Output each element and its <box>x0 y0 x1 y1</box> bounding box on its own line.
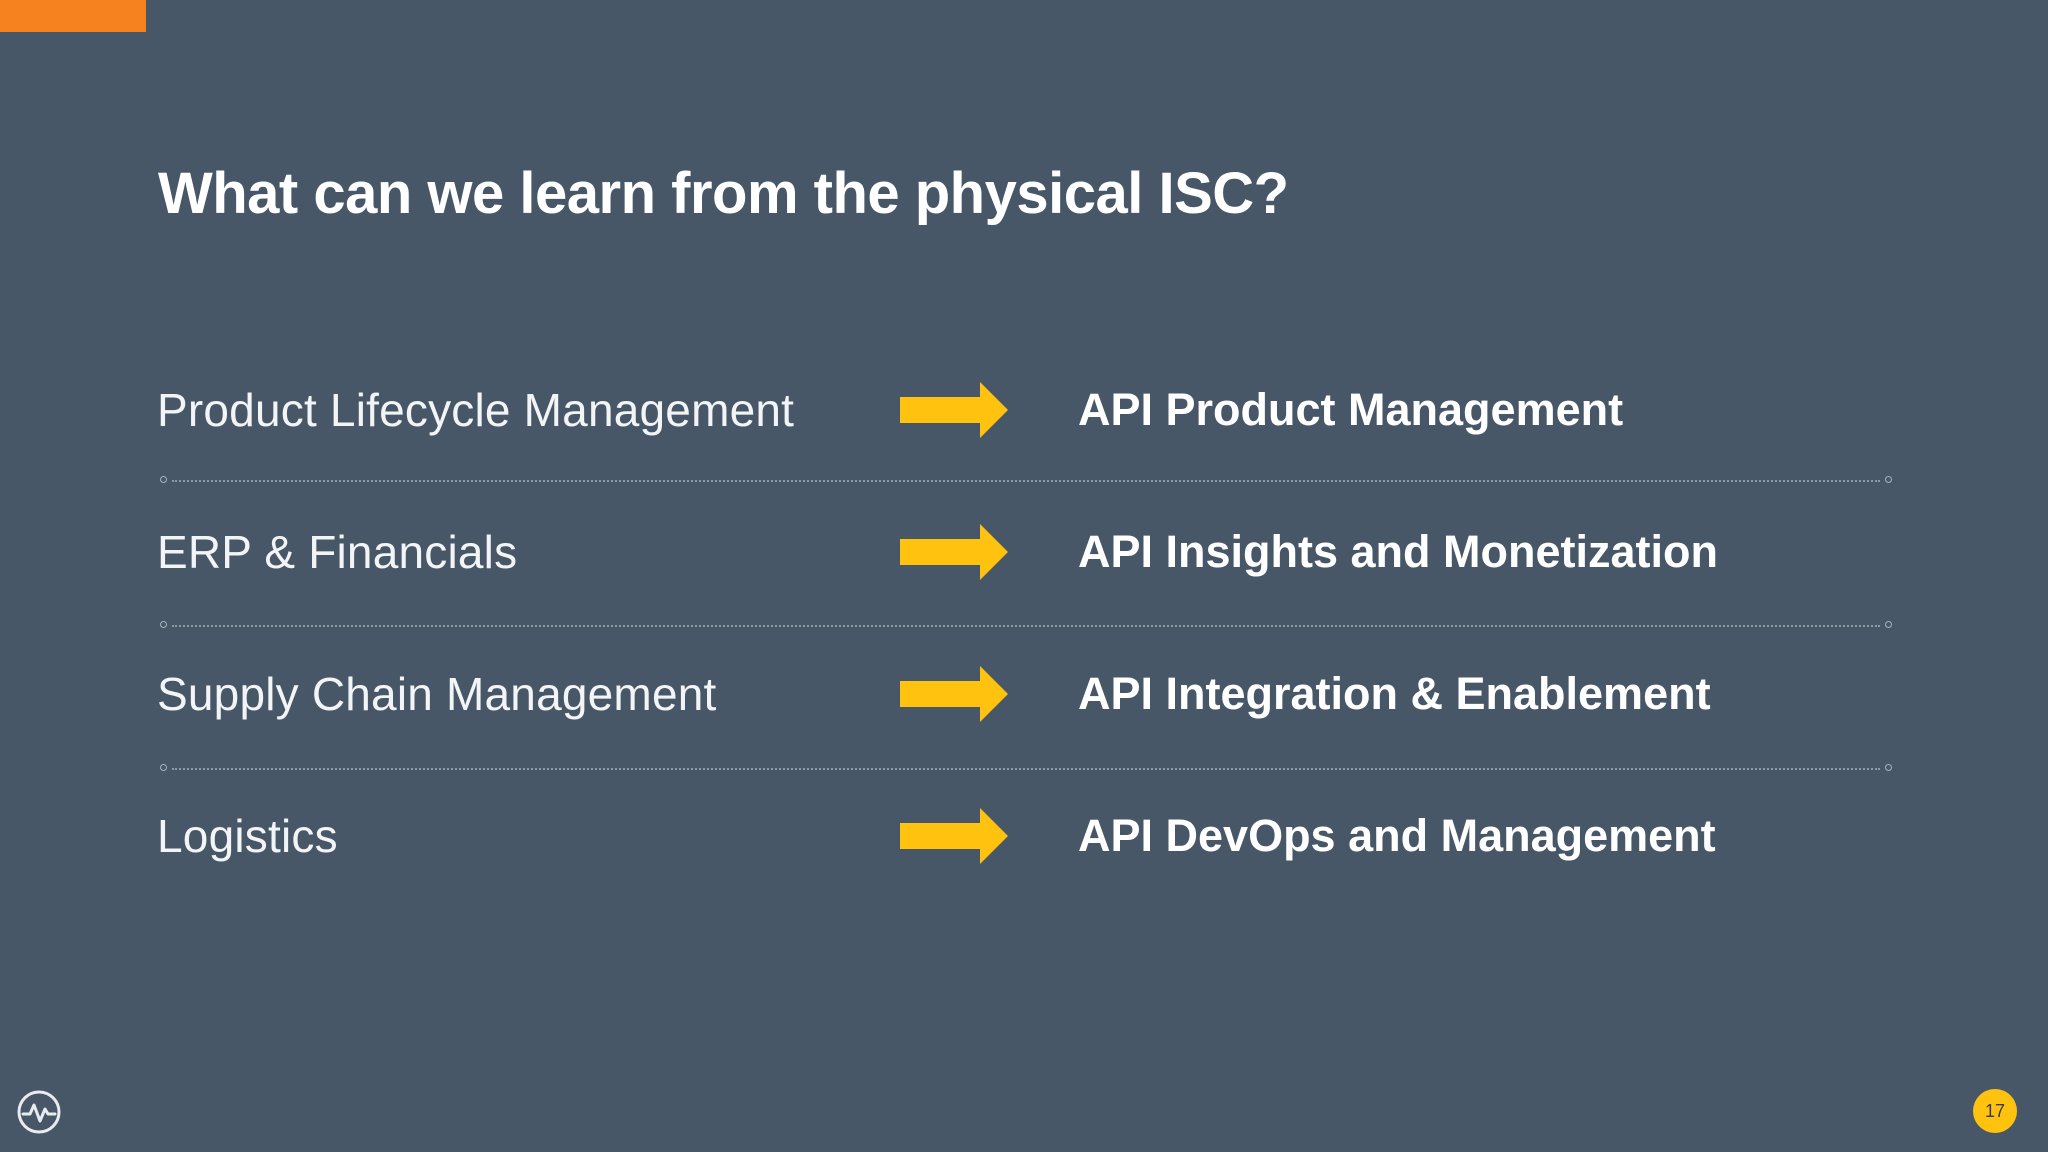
right-arrow-icon <box>900 382 1008 438</box>
right-arrow-icon <box>900 808 1008 864</box>
api-item: API Insights and Monetization <box>1078 526 1718 577</box>
row-divider <box>160 476 1892 486</box>
api-item: API DevOps and Management <box>1078 810 1716 861</box>
mapping-row: ERP & Financials API Insights and Moneti… <box>0 507 2048 597</box>
api-item: API Product Management <box>1078 384 1624 435</box>
row-divider <box>160 621 1892 631</box>
row-divider <box>160 764 1892 774</box>
mapping-row: Supply Chain Management API Integration … <box>0 649 2048 739</box>
physical-isc-item: Logistics <box>157 810 338 862</box>
mapping-row: Product Lifecycle Management API Product… <box>0 365 2048 455</box>
physical-isc-item: Supply Chain Management <box>157 668 717 720</box>
right-arrow-icon <box>900 666 1008 722</box>
api-item: API Integration & Enablement <box>1078 668 1711 719</box>
physical-isc-item: ERP & Financials <box>157 526 518 578</box>
right-arrow-icon <box>900 524 1008 580</box>
slide-title: What can we learn from the physical ISC? <box>158 161 1289 226</box>
pulse-circle-icon <box>17 1090 61 1134</box>
page-number-badge: 17 <box>1973 1089 2017 1133</box>
physical-isc-item: Product Lifecycle Management <box>157 384 795 436</box>
mapping-row: Logistics API DevOps and Management <box>0 791 2048 881</box>
accent-block <box>0 0 146 32</box>
